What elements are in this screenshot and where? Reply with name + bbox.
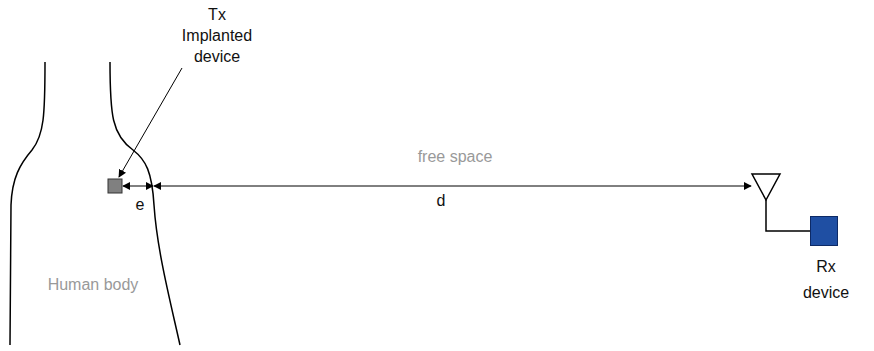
antenna-symbol	[752, 174, 780, 200]
implant-square	[108, 179, 122, 193]
leader-arrow	[119, 68, 182, 177]
region-label: free space	[395, 146, 515, 167]
device-square	[810, 216, 838, 246]
dimension-label: d	[426, 190, 456, 211]
dimension-arrow	[154, 186, 751, 187]
body-outline	[10, 62, 45, 345]
body-outline	[110, 62, 180, 345]
antenna-wire	[766, 200, 810, 231]
receiver-box: Rx device	[796, 216, 856, 306]
device-label: Tx Implanted device	[172, 4, 262, 67]
dimension-arrow	[123, 186, 153, 187]
region-label: Human body	[38, 274, 148, 295]
dimension-label: e	[128, 194, 152, 215]
device-label: Rx device	[796, 254, 856, 306]
